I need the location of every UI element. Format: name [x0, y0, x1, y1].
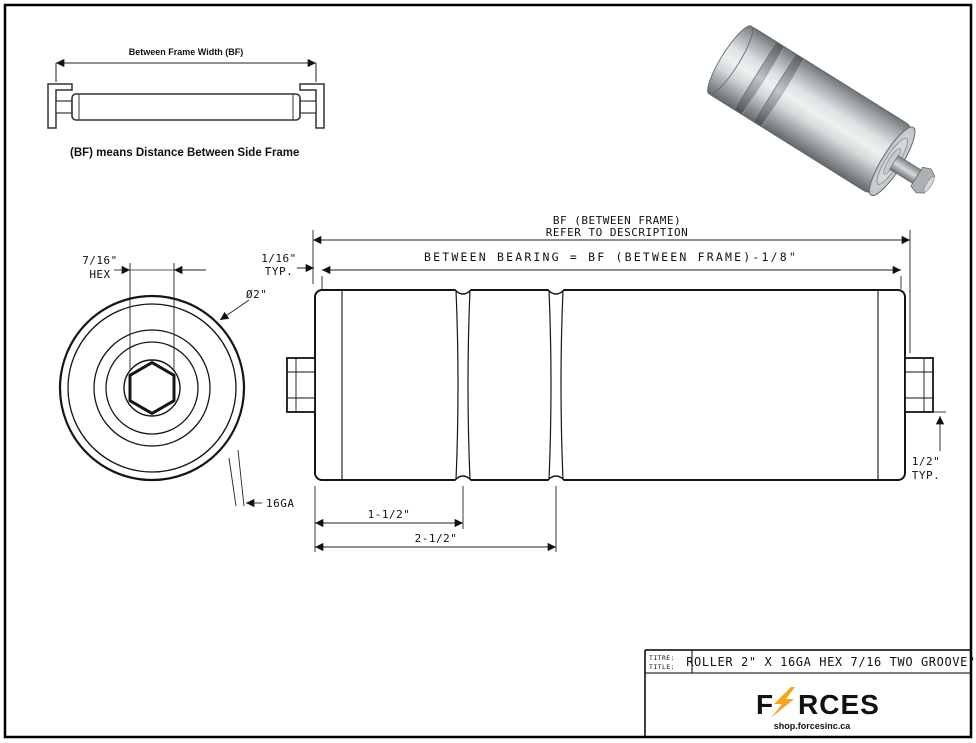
hex-size-label: 7/16": [82, 254, 118, 267]
right-shaft: [904, 357, 934, 413]
roller-body: [314, 289, 906, 481]
hex-word-label: HEX: [89, 268, 110, 281]
inset-right-shaft: [299, 100, 317, 114]
end-view: [58, 294, 246, 482]
right-side-frame: [299, 83, 325, 129]
left-shaft: [286, 357, 316, 413]
shaft-ext-label: 1/2": [912, 455, 941, 468]
sheet-border: [3, 3, 973, 739]
title-label-fr: TITRE:: [649, 654, 675, 662]
bf-dim-label: BF (BETWEEN FRAME): [553, 214, 681, 227]
inset-caption: (BF) means Distance Between Side Frame: [70, 147, 299, 159]
brand-text-f: F: [756, 689, 774, 720]
hex-dimension: [114, 263, 206, 370]
roller-3d-far-cap: [707, 25, 754, 95]
gap-small-label: 1/16": [261, 252, 297, 265]
drawing-title: ROLLER 2" X 16GA HEX 7/16 TWO GROOVE": [686, 655, 976, 669]
bf-inset-diagram: Between Frame Width (BF) (BF) means Dist…: [47, 47, 325, 159]
between-bearing-label: BETWEEN BEARING = BF (BETWEEN FRAME)-1/8…: [424, 250, 798, 264]
hex-bore: [128, 361, 176, 415]
roller-3d-view: [707, 25, 936, 197]
side-view: [286, 287, 934, 483]
groove1-dim-label: 1-1/2": [368, 508, 411, 521]
brand-text-rces: RCES: [798, 689, 880, 720]
left-side-frame: [47, 83, 73, 129]
gap-small-typ-label: TYP.: [265, 265, 294, 278]
lightning-bolt-icon: [771, 687, 795, 718]
roller-3d-groove-2: [754, 54, 804, 127]
tube-outer-circle: [58, 294, 246, 482]
inset-left-shaft: [55, 100, 73, 114]
gauge-callout: [228, 449, 262, 508]
tube-inner-circle: [67, 303, 237, 473]
inset-roller-body: [71, 93, 301, 121]
roller-3d-hex-nut: [910, 166, 936, 194]
shaft-ext-typ-label: TYP.: [912, 469, 941, 482]
inset-dim-label: Between Frame Width (BF): [129, 47, 243, 57]
gauge-label: 16GA: [266, 497, 295, 510]
title-block: TITRE: TITLE: ROLLER 2" X 16GA HEX 7/16 …: [644, 649, 976, 737]
bearing-inner-circle: [105, 341, 199, 435]
bearing-outer-circle: [93, 329, 211, 447]
diameter-label: Ø2": [246, 288, 267, 301]
brand-website[interactable]: shop.forcesinc.ca: [774, 721, 852, 731]
bf-dim-sublabel: REFER TO DESCRIPTION: [546, 226, 688, 239]
groove2-dim-label: 2-1/2": [415, 532, 458, 545]
diameter-callout: Ø2": [219, 288, 267, 321]
dimensions: [297, 230, 946, 552]
title-label-en: TITLE:: [649, 663, 675, 671]
roller-3d-groove-1: [734, 42, 785, 115]
hub-circle: [123, 359, 181, 417]
